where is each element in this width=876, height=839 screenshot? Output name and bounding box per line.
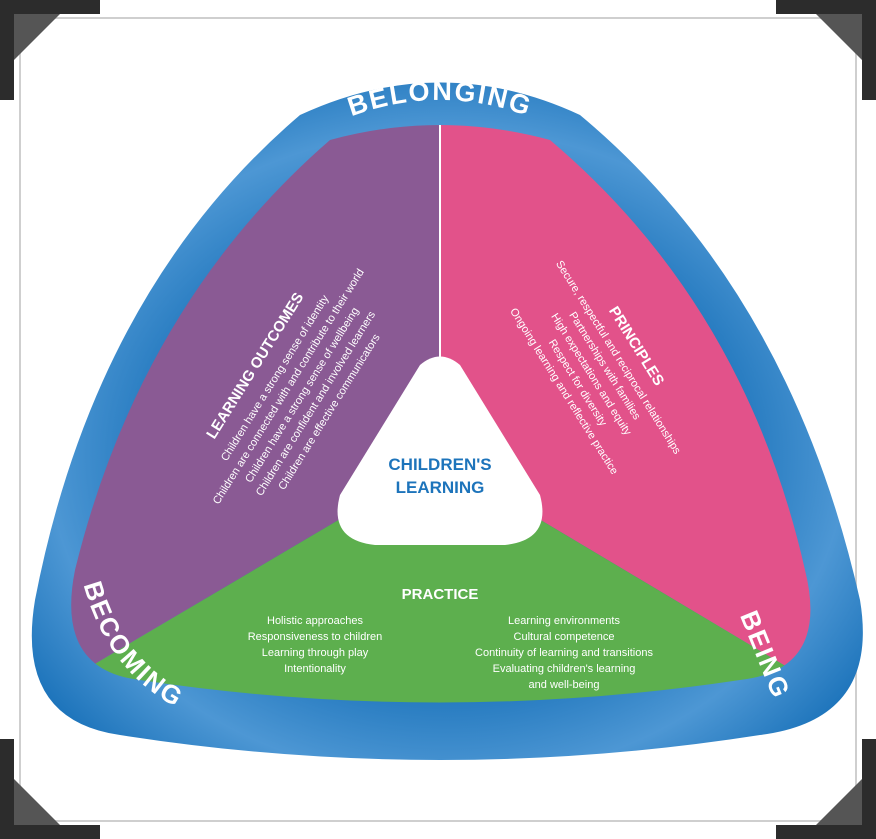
practice-title: PRACTICE [402, 586, 479, 603]
center-triangle [337, 356, 543, 545]
practice-right-item: Cultural competence [514, 631, 615, 643]
practice-right-item: and well-being [529, 679, 600, 691]
center-title-line2: LEARNING [396, 478, 485, 497]
practice-left-item: Holistic approaches [267, 615, 363, 627]
practice-left-item: Intentionality [284, 663, 346, 675]
practice-right-item: Learning environments [508, 615, 620, 627]
practice-left-item: Learning through play [262, 647, 369, 659]
frame-corner-top-right [776, 0, 876, 100]
center-title-line1: CHILDREN'S [388, 455, 491, 474]
frame-corner-bottom-left [0, 739, 100, 839]
practice-right-item: Continuity of learning and transitions [475, 647, 653, 659]
practice-right-item: Evaluating children's learning [493, 663, 636, 675]
practice-block: PRACTICE Holistic approaches Responsiven… [248, 586, 654, 691]
frame-corner-top-left [0, 0, 100, 100]
frame-corner-bottom-right [776, 739, 876, 839]
practice-left-item: Responsiveness to children [248, 631, 383, 643]
practice-segment [71, 460, 811, 703]
